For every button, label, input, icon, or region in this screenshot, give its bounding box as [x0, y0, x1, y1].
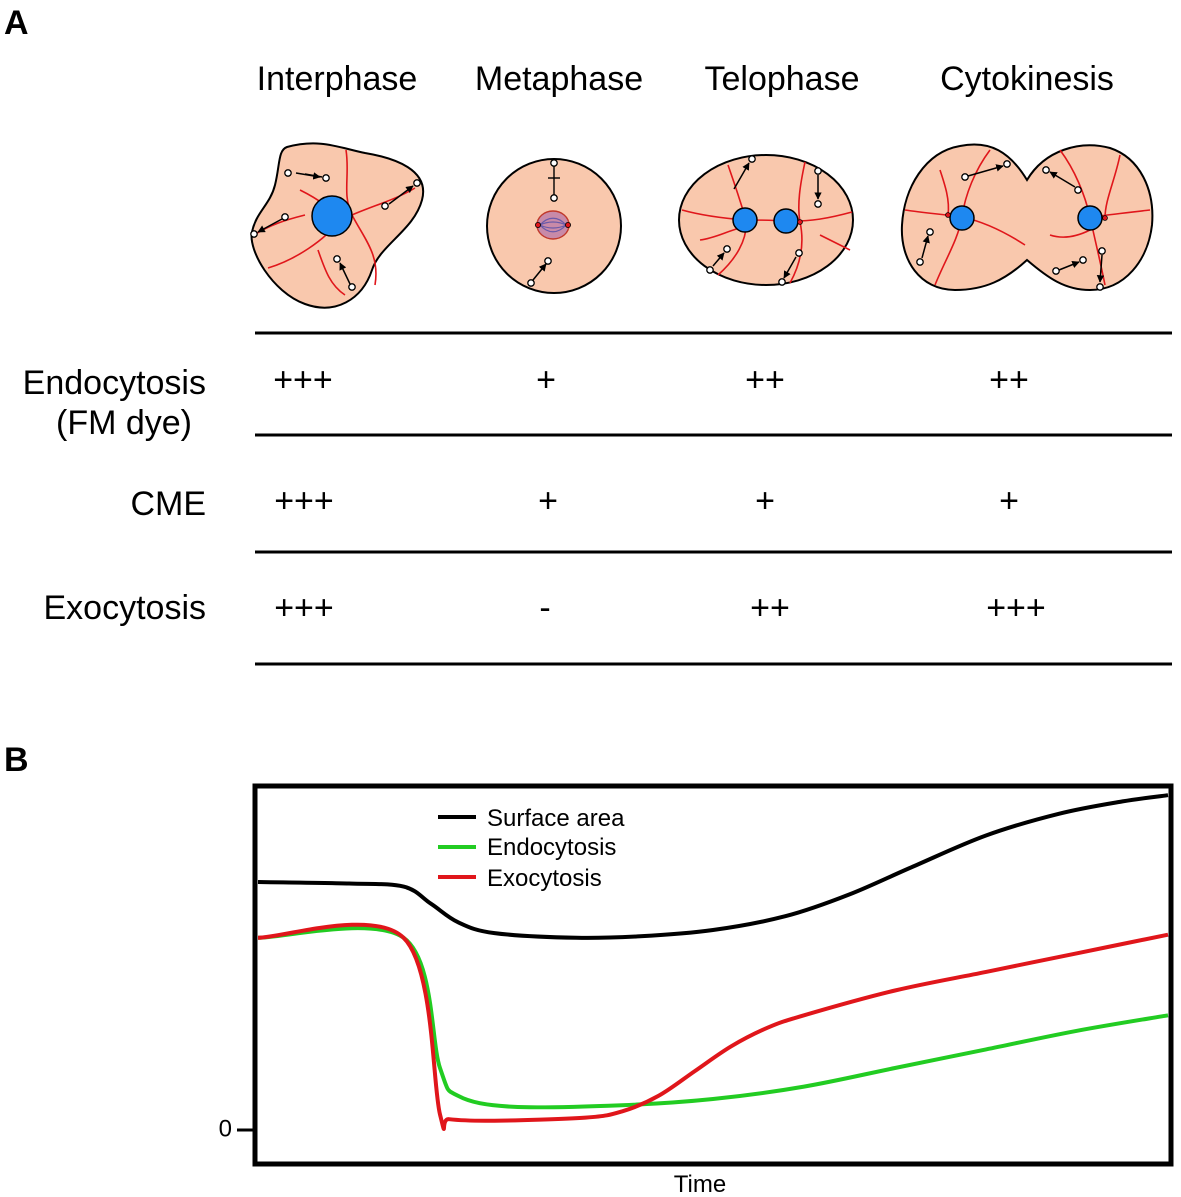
plot-frame	[252, 783, 1174, 1167]
series-line-endocytosis	[257, 926, 1169, 1110]
cell-exo-cytokinesis: +++	[986, 589, 1046, 627]
cell-endo-metaphase: +	[536, 361, 556, 399]
plot-lines	[257, 793, 1169, 1131]
x-axis-label: Time	[674, 1171, 726, 1197]
metaphase-cell	[486, 158, 622, 294]
y-tick-label-zero: 0	[219, 1115, 232, 1142]
row-label-exocytosis: Exocytosis	[44, 589, 207, 627]
legend: Surface area Endocytosis Exocytosis	[438, 805, 625, 892]
phase-interphase: Interphase	[257, 60, 418, 98]
panel-b-letter: B	[4, 741, 29, 779]
interphase-cell	[250, 142, 425, 309]
cell-cme-interphase: +++	[274, 482, 334, 520]
phase-telophase: Telophase	[704, 60, 859, 98]
cell-exo-metaphase: -	[539, 589, 550, 627]
cell-endo-cytokinesis: ++	[989, 361, 1029, 399]
cell-endo-interphase: +++	[273, 361, 333, 399]
row-label-endocytosis: Endocytosis	[23, 364, 206, 402]
cell-exo-telophase: ++	[750, 589, 790, 627]
legend-label-endocytosis: Endocytosis	[487, 834, 616, 861]
series-line-exocytosis	[257, 922, 1169, 1131]
cell-cme-cytokinesis: +	[999, 482, 1019, 520]
cytokinesis-cell	[900, 143, 1154, 292]
panel-a-letter: A	[4, 4, 29, 42]
cell-exo-interphase: +++	[274, 589, 334, 627]
cell-cme-metaphase: +	[538, 482, 558, 520]
legend-label-surface-area: Surface area	[487, 805, 625, 832]
legend-label-exocytosis: Exocytosis	[487, 865, 602, 892]
row-label-endocytosis-sub: (FM dye)	[56, 404, 192, 442]
phase-metaphase: Metaphase	[475, 60, 643, 98]
telophase-cell	[678, 154, 854, 286]
cell-endo-telophase: ++	[745, 361, 785, 399]
row-label-cme: CME	[130, 485, 206, 523]
phase-cytokinesis: Cytokinesis	[940, 60, 1114, 98]
series-line-surface-area	[257, 793, 1169, 940]
cell-cme-telophase: +	[755, 482, 775, 520]
